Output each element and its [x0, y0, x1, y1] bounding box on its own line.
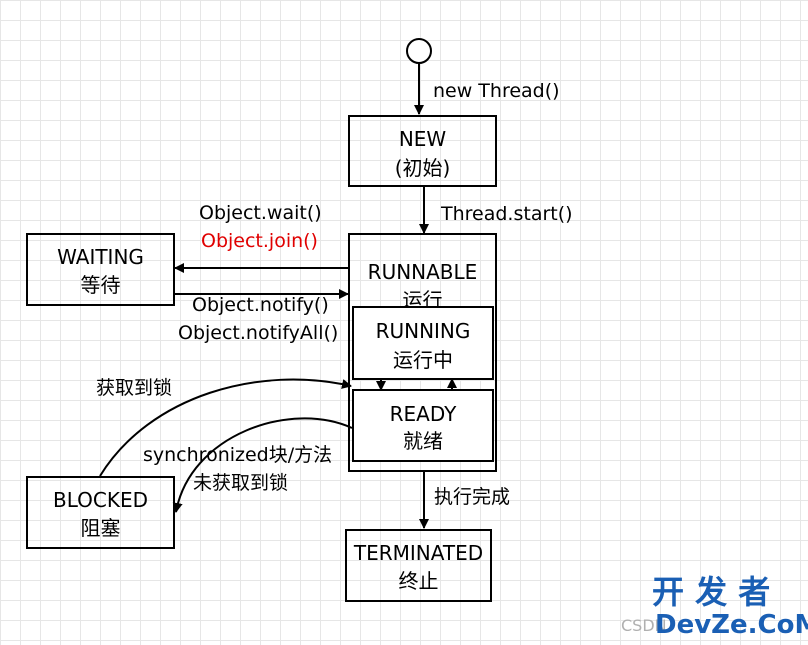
label-sync-block: synchronized块/方法 — [143, 444, 333, 466]
start-node — [406, 38, 432, 64]
label-no-lock: 未获取到锁 — [193, 472, 289, 494]
state-running: RUNNING 运行中 — [352, 306, 494, 380]
state-waiting-sub: 等待 — [80, 273, 121, 297]
watermark-csdn: CSDN — [621, 616, 667, 635]
label-thread-start: Thread.start() — [441, 203, 573, 225]
state-terminated-sub: 终止 — [398, 569, 439, 593]
state-blocked-sub: 阻塞 — [80, 516, 121, 540]
state-blocked-title: BLOCKED — [52, 488, 148, 512]
state-runnable-title: RUNNABLE — [367, 260, 478, 284]
state-running-sub: 运行中 — [393, 348, 453, 372]
label-acquire-lock: 获取到锁 — [96, 377, 173, 399]
label-notify: Object.notify() — [192, 294, 329, 316]
state-waiting: WAITING 等待 — [26, 233, 175, 306]
state-new-title: NEW — [398, 127, 447, 151]
state-ready-sub: 就绪 — [403, 429, 443, 453]
state-terminated-title: TERMINATED — [353, 541, 484, 565]
state-running-title: RUNNING — [375, 319, 471, 343]
arrow-acquire-lock — [99, 378, 352, 477]
state-waiting-title: WAITING — [57, 245, 144, 269]
state-new: NEW (初始) — [348, 115, 497, 187]
watermark-brand-en: DevZe.CoM — [655, 610, 808, 640]
state-ready-title: READY — [389, 402, 457, 426]
label-wait: Object.wait() — [199, 202, 322, 224]
label-join: Object.join() — [201, 230, 318, 252]
label-finish: 执行完成 — [434, 486, 511, 508]
state-new-sub: (初始) — [394, 156, 451, 180]
arrow-no-lock — [172, 417, 353, 513]
label-new-thread: new Thread() — [433, 80, 560, 102]
watermark-brand-cn: 开 发 者 — [652, 573, 771, 611]
state-ready: READY 就绪 — [352, 389, 494, 462]
state-terminated: TERMINATED 终止 — [345, 529, 492, 602]
label-notify-all: Object.notifyAll() — [178, 322, 339, 344]
state-blocked: BLOCKED 阻塞 — [26, 476, 175, 549]
